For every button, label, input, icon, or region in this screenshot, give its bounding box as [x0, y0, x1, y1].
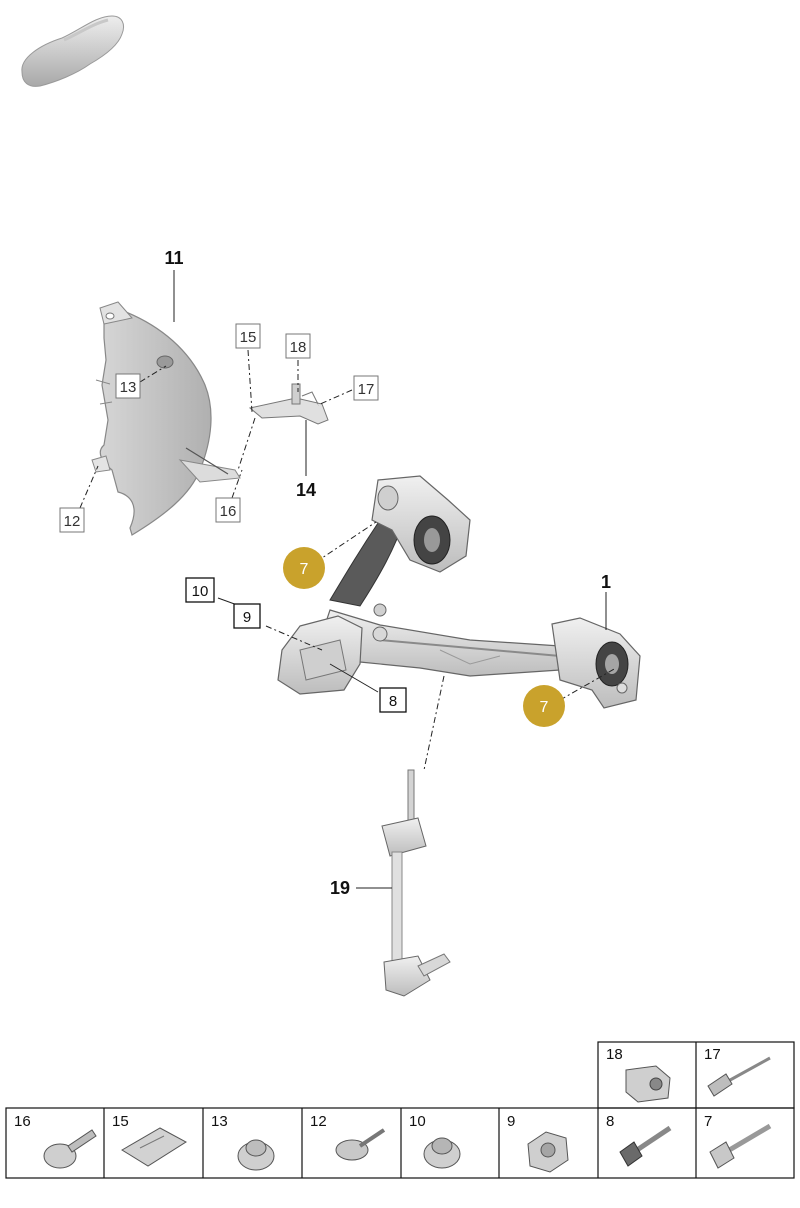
callout-18: 18 — [285, 333, 311, 359]
callout-18-text: 18 — [290, 339, 307, 356]
table-cell-10: 10 — [409, 1113, 461, 1169]
callout-8-text: 8 — [389, 693, 397, 710]
leader-lines — [79, 270, 617, 889]
bolt-icon — [619, 1125, 672, 1167]
spring-clip-icon — [121, 1127, 187, 1167]
callout-9: 9 — [233, 603, 261, 629]
table-cell-12-number: 12 — [310, 1113, 327, 1130]
bolt-icon — [709, 1123, 772, 1169]
part-label-14: 14 — [296, 480, 316, 500]
stabilizer-link — [381, 769, 451, 997]
callout-12: 12 — [59, 507, 85, 533]
table-cell-13: 13 — [211, 1113, 275, 1171]
table-cell-15: 15 — [112, 1113, 187, 1167]
table-cell-7: 7 — [704, 1113, 772, 1169]
part-label-19: 19 — [330, 878, 350, 898]
vehicle-thumbnail-icon — [21, 15, 125, 87]
callout-13: 13 — [115, 373, 141, 399]
bracket — [248, 383, 329, 425]
part-label-1: 1 — [601, 572, 611, 592]
table-cell-7-number: 7 — [704, 1113, 712, 1130]
callout-16-text: 16 — [220, 503, 237, 520]
table-cell-9: 9 — [507, 1113, 569, 1173]
control-arm — [277, 475, 641, 709]
badge-7-lower: 7 — [523, 685, 565, 727]
flange-nut-icon — [237, 1139, 275, 1171]
table-cell-18: 18 — [606, 1046, 671, 1103]
callout-17: 17 — [353, 375, 379, 401]
table-cell-8-number: 8 — [606, 1113, 614, 1130]
table-cell-9-number: 9 — [507, 1113, 515, 1130]
table-cell-12: 12 — [310, 1113, 386, 1161]
table-cell-17-number: 17 — [704, 1046, 721, 1063]
screw-icon — [335, 1128, 386, 1161]
callout-10-text: 10 — [192, 583, 209, 600]
callout-16: 16 — [215, 497, 241, 523]
table-cell-16-number: 16 — [14, 1113, 31, 1130]
expansion-rivet-icon — [43, 1129, 97, 1169]
table-cell-16: 16 — [14, 1113, 97, 1169]
badge-7-upper-text: 7 — [300, 561, 309, 578]
clip-nut-icon — [625, 1065, 671, 1103]
callout-10: 10 — [185, 577, 215, 603]
callout-8: 8 — [379, 687, 407, 713]
table-cell-18-number: 18 — [606, 1046, 623, 1063]
callout-13-text: 13 — [120, 379, 137, 396]
callout-17-text: 17 — [358, 381, 375, 398]
badge-7-upper: 7 — [283, 547, 325, 589]
badge-7-lower-text: 7 — [540, 699, 549, 716]
callout-15: 15 — [235, 323, 261, 349]
fastener-table — [5, 1041, 795, 1179]
callout-12-text: 12 — [64, 513, 81, 530]
rivet-icon — [707, 1056, 771, 1097]
callout-15-text: 15 — [240, 329, 257, 346]
table-cell-13-number: 13 — [211, 1113, 228, 1130]
part-label-11: 11 — [164, 248, 183, 268]
flange-nut-icon — [423, 1137, 461, 1169]
callout-9-text: 9 — [243, 609, 251, 626]
wheelhouse-shield — [91, 301, 241, 536]
hex-nut-icon — [527, 1131, 569, 1173]
table-cell-15-number: 15 — [112, 1113, 129, 1130]
table-cell-8: 8 — [606, 1113, 672, 1167]
table-cell-10-number: 10 — [409, 1113, 426, 1130]
table-cell-17: 17 — [704, 1046, 771, 1097]
